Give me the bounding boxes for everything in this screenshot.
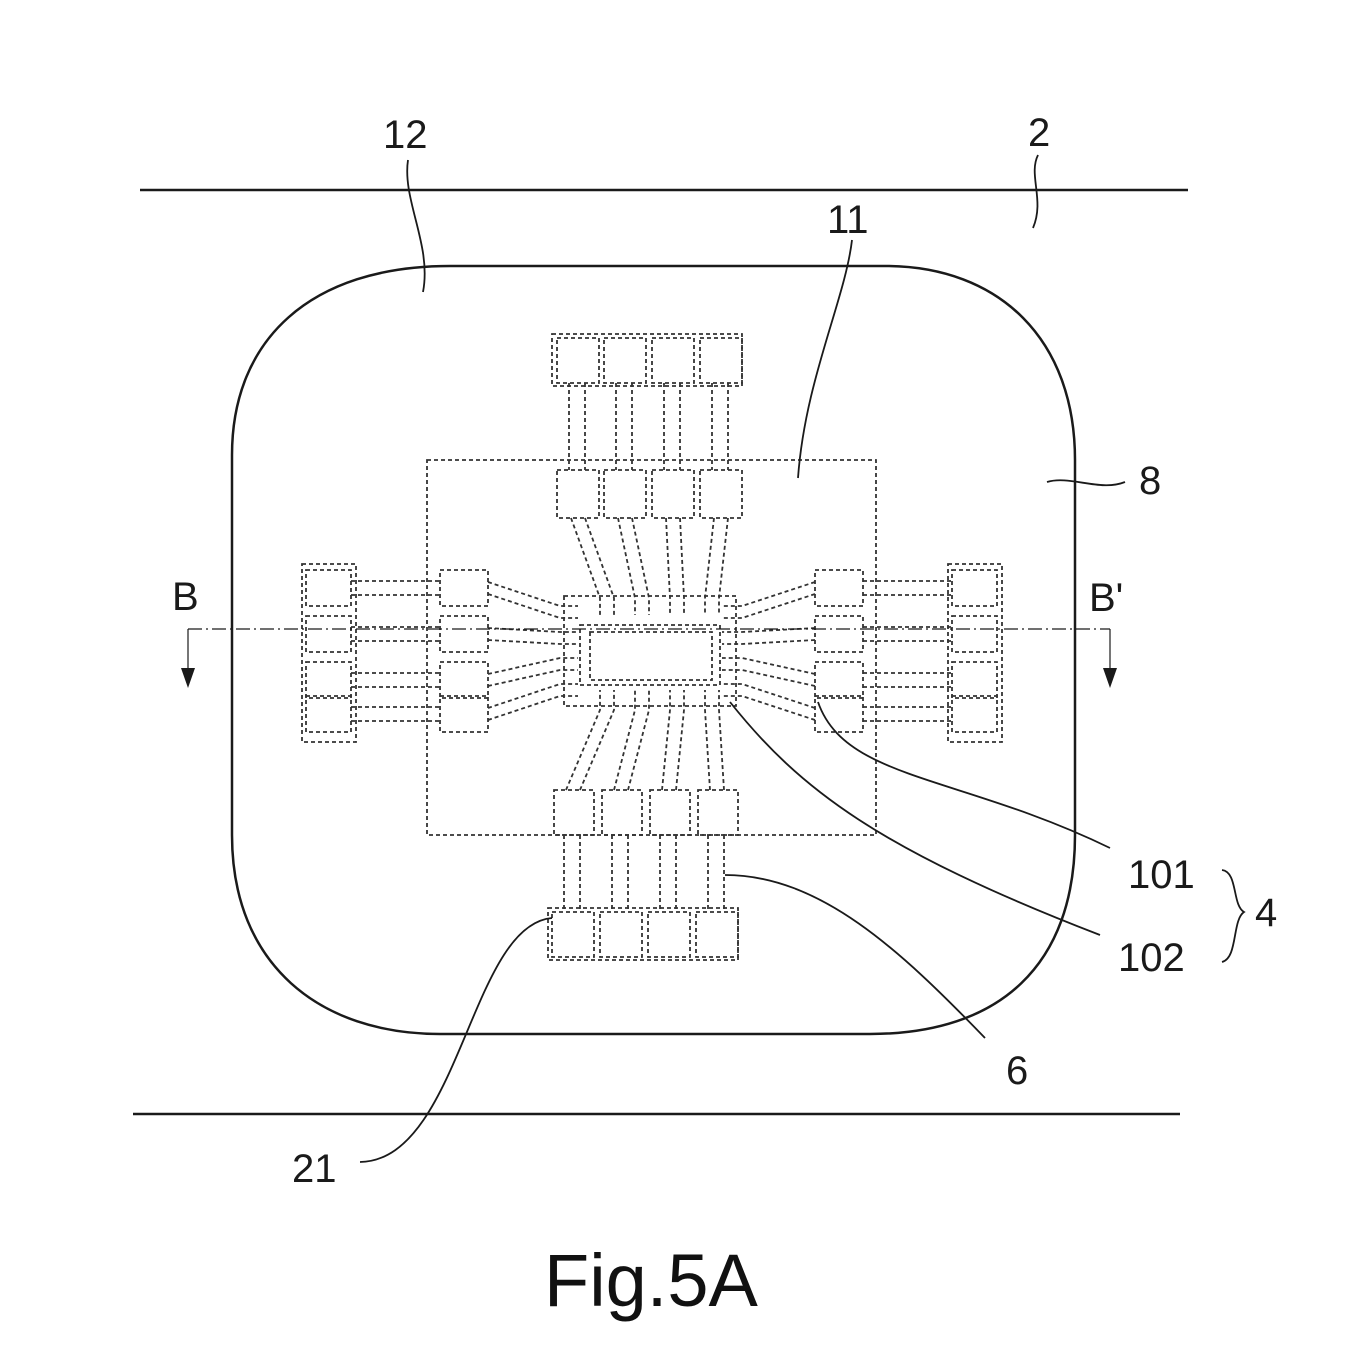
top-outer-pad [557, 338, 599, 383]
top-inner-pad [557, 470, 599, 518]
left-fan-lead [488, 696, 578, 720]
top-outer-pad [604, 338, 646, 383]
right-pad-frame [948, 564, 1002, 742]
right-outer-pad [952, 662, 997, 698]
right-inner-pad [815, 616, 863, 652]
bottom-inner-pad [602, 790, 642, 835]
left-outer-pad [306, 616, 351, 652]
bottom-inner-pad [650, 790, 690, 835]
label-4: 4 [1255, 891, 1277, 935]
section-arrow-right-head [1103, 668, 1117, 688]
bottom-pad-frame [548, 908, 738, 960]
left-outer-pad [306, 570, 351, 606]
label-8: 8 [1139, 459, 1161, 503]
label-102: 102 [1118, 936, 1185, 980]
top-inner-pad [652, 470, 694, 518]
brace-4 [1222, 870, 1244, 962]
section-arrow-left-head [181, 668, 195, 688]
bottom-outer-pad [648, 912, 690, 957]
top-fan-lead [571, 518, 600, 615]
top-fan-lead [719, 518, 728, 615]
bottom-fan-lead [719, 690, 724, 790]
bottom-outer-pad [600, 912, 642, 957]
left-inner-pad [440, 616, 488, 652]
left-inner-pad [440, 662, 488, 698]
left-outer-pad [306, 662, 351, 698]
left-outer-pad [306, 696, 351, 732]
top-fan-lead [618, 518, 635, 615]
bottom-fan-lead [628, 690, 649, 790]
bottom-inner-pad [698, 790, 738, 835]
top-inner-pad [700, 470, 742, 518]
top-pad-frame [552, 334, 742, 386]
label-11: 11 [827, 198, 869, 242]
bottom-fan-lead [662, 690, 670, 790]
left-inner-pad [440, 696, 488, 732]
bottom-inner-pad [554, 790, 594, 835]
bottom-fan-lead [566, 690, 600, 790]
leader-102 [730, 702, 1100, 935]
label-b: B [172, 575, 199, 619]
leader-101 [818, 702, 1110, 848]
leader-6 [725, 875, 985, 1038]
top-inner-pad [604, 470, 646, 518]
central-chip-inner [590, 632, 712, 680]
label-12: 12 [383, 113, 428, 157]
right-inner-pad [815, 696, 863, 732]
top-outer-pad [700, 338, 742, 383]
central-chip [580, 625, 720, 685]
chip-surround [564, 596, 736, 706]
left-fan-lead [488, 582, 578, 606]
label-101: 101 [1128, 853, 1195, 897]
left-inner-pad [440, 570, 488, 606]
right-inner-pad [815, 570, 863, 606]
bottom-fan-lead [705, 690, 710, 790]
left-pad-frame [302, 564, 356, 742]
label-6: 6 [1006, 1049, 1028, 1093]
wiring-pattern [302, 334, 1002, 960]
label-2: 2 [1028, 111, 1050, 155]
bottom-fan-lead [580, 690, 614, 790]
label-21: 21 [292, 1147, 337, 1191]
right-outer-pad [952, 570, 997, 606]
leader-11 [798, 240, 852, 478]
top-fan-lead [666, 518, 670, 615]
right-outer-pad [952, 616, 997, 652]
leader-12 [407, 160, 424, 292]
bottom-outer-pad [552, 912, 594, 957]
leader-21 [360, 918, 552, 1162]
figure-caption: Fig.5A [544, 1239, 759, 1322]
top-fan-lead [705, 518, 714, 615]
right-outer-pad [952, 696, 997, 732]
label-b-prime: B' [1089, 576, 1123, 620]
bottom-outer-pad [696, 912, 738, 957]
leader-8 [1047, 480, 1125, 485]
top-outer-pad [652, 338, 694, 383]
right-inner-pad [815, 662, 863, 698]
top-fan-lead [680, 518, 684, 615]
bottom-fan-lead [676, 690, 684, 790]
leader-2 [1033, 155, 1038, 228]
